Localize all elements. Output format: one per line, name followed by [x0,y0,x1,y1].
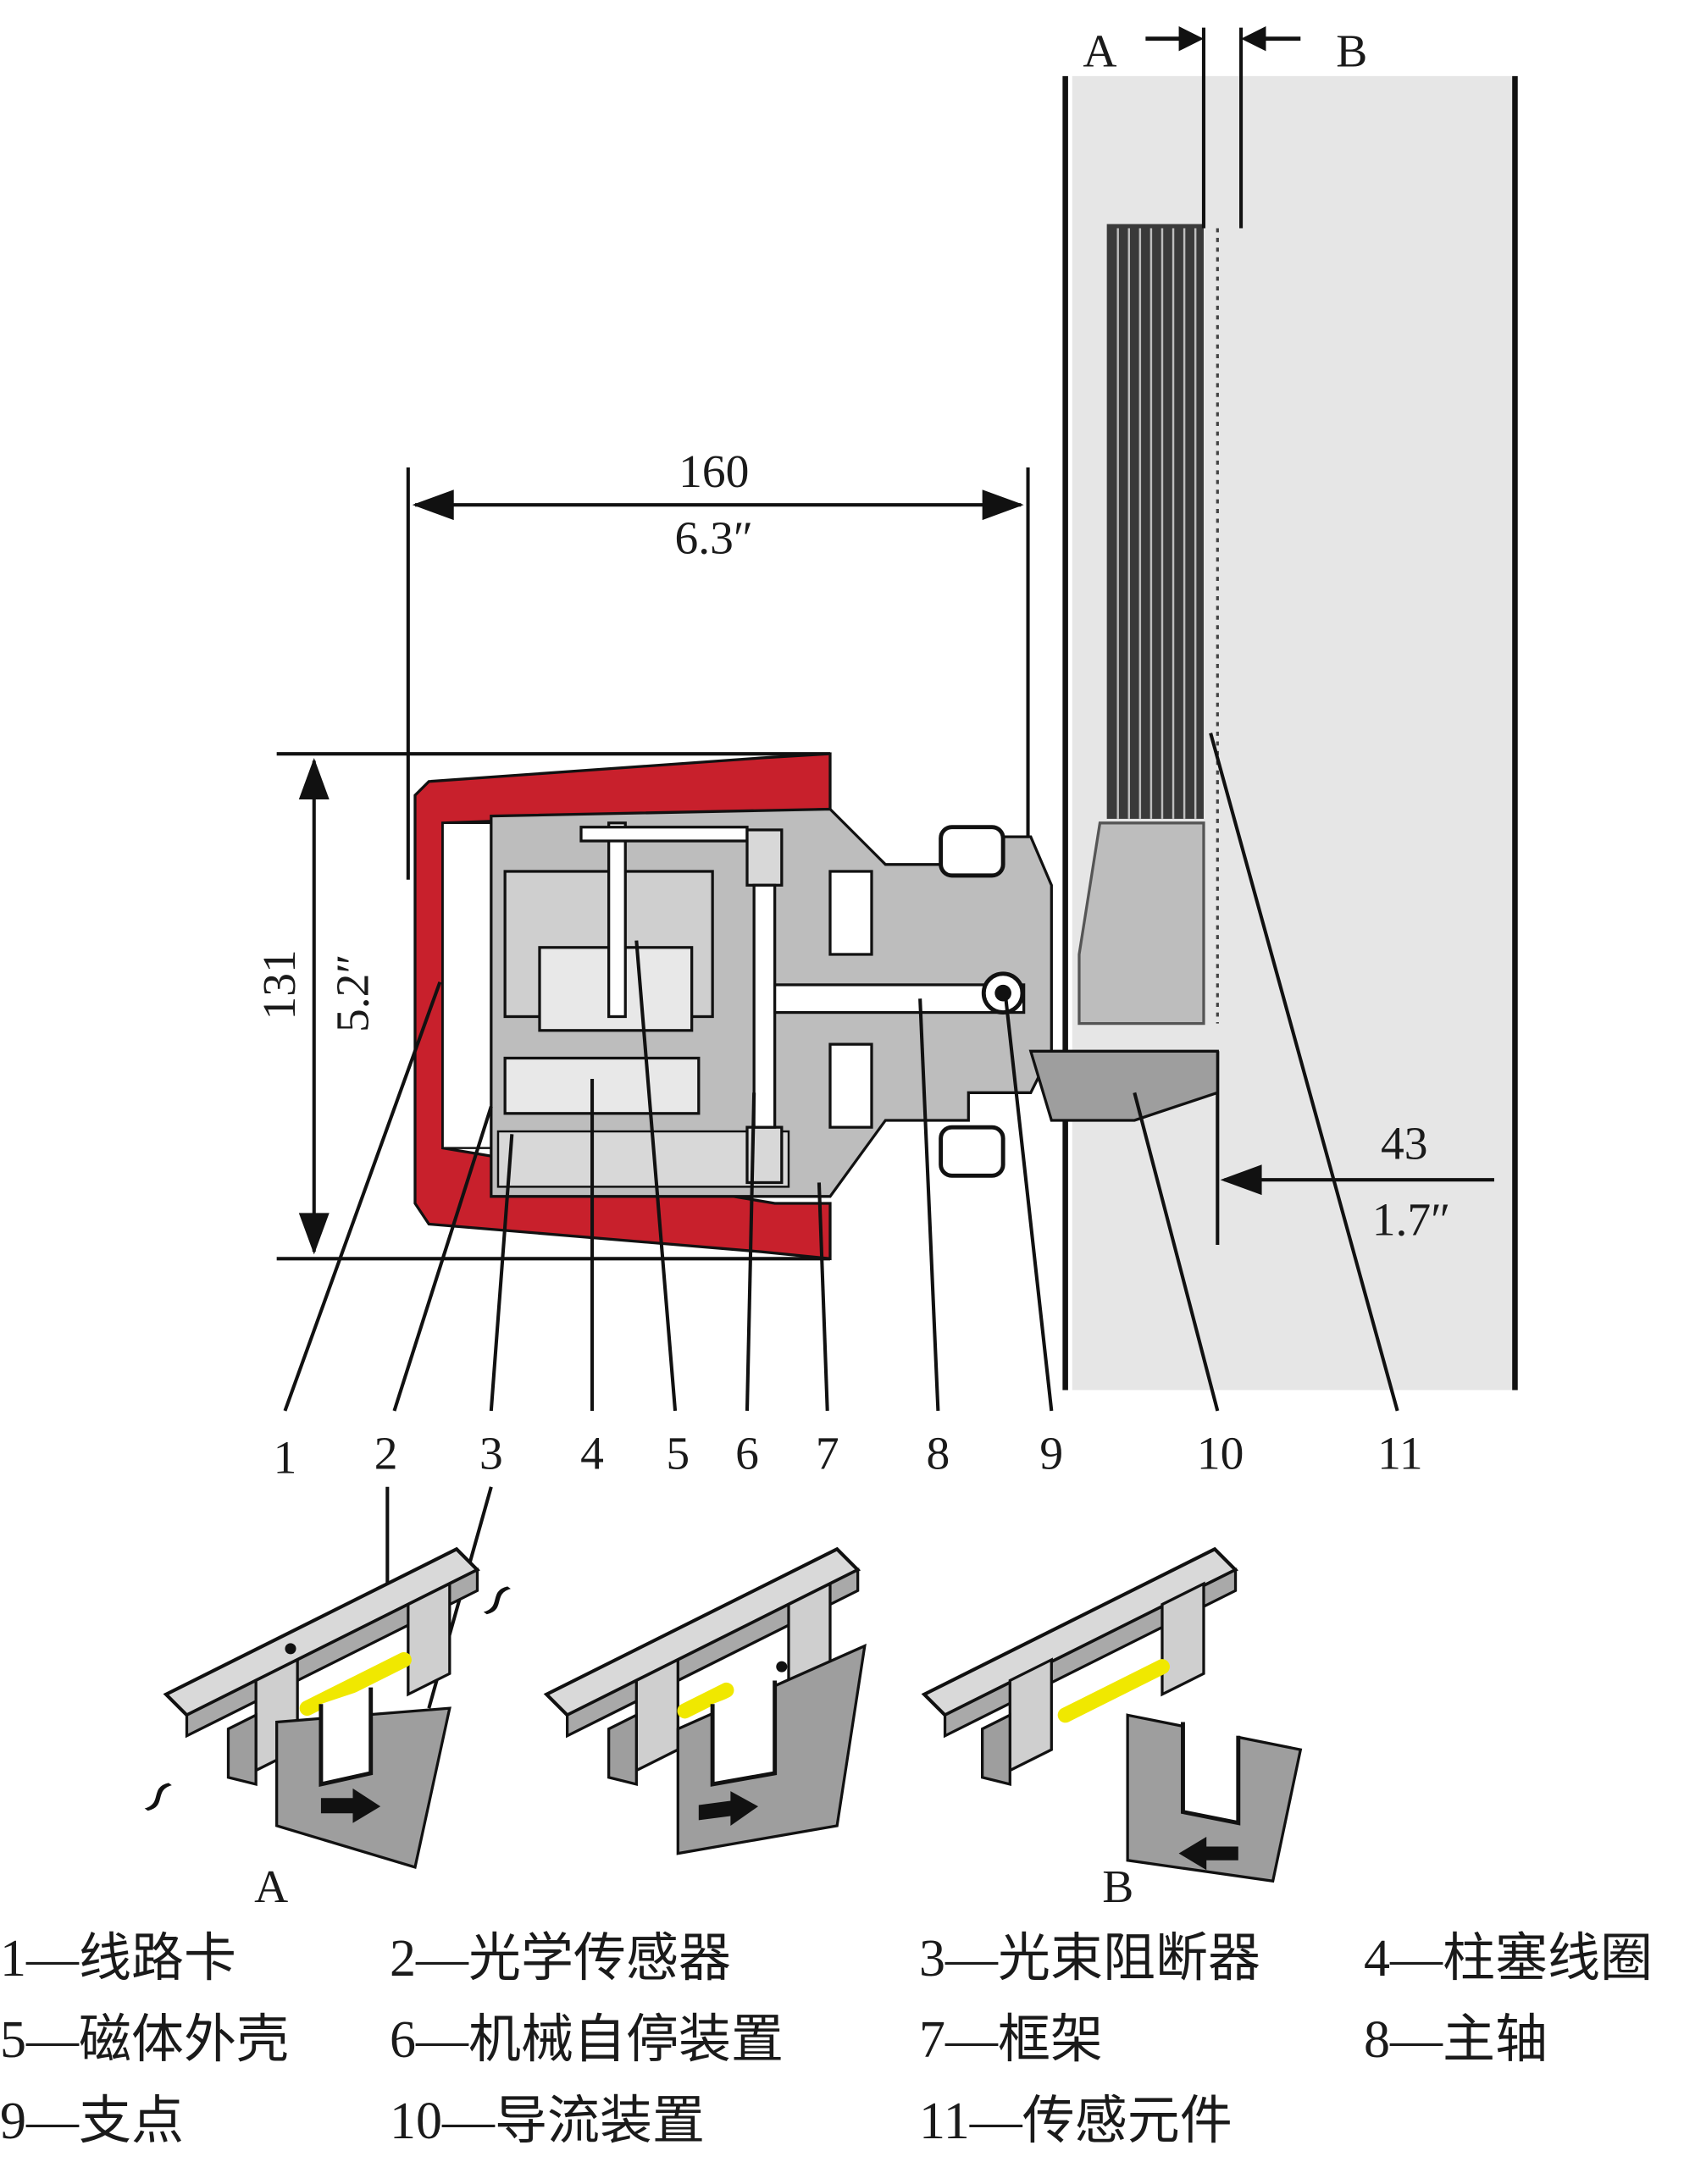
legend-item-8: 8—主轴 [1364,2011,1548,2069]
callout-11: 11 [1377,1429,1422,1480]
height-mm: 131 [254,949,306,1020]
subview-label-b: B [1102,1861,1133,1909]
legend-item-2: 2—光学传感器 [390,1930,732,1988]
gap-dimension: 43 1.7″ [1216,1051,1494,1247]
callout-3: 3 [479,1429,503,1480]
subview-b: B [921,1546,1303,1909]
legend-row: 1—线路卡 2—光学传感器 3—光束阻断器 4—柱塞线圈 [0,1918,1684,1999]
callout-numbers: 1 2 3 4 5 6 7 8 9 10 11 [274,1429,1423,1485]
gap-label-a: A [1083,25,1116,77]
callout-9: 9 [1039,1429,1063,1480]
subview-middle [543,1546,867,1855]
legend-item-4: 4—柱塞线圈 [1364,1930,1654,1988]
callout-10: 10 [1197,1429,1244,1480]
callout-leaders [283,733,1399,1412]
height-in: 5.2″ [327,954,379,1032]
callout-4: 4 [580,1429,604,1480]
height-dimension: 131 5.2″ [254,752,830,1261]
legend-item-1: 1—线路卡 [0,1930,237,1988]
subview-a: ∽ ∽ A [118,1546,535,1909]
sensing-element [1077,224,1219,1026]
legend-item-10: 10—导流装置 [390,2093,706,2150]
parts-legend: 1—线路卡 2—光学传感器 3—光束阻断器 4—柱塞线圈 5—磁体外壳 6—机械… [0,1918,1684,2162]
width-mm: 160 [679,446,749,498]
mechanism-body [413,752,1219,1261]
subview-label-a: A [254,1861,288,1909]
legend-item-3: 3—光束阻断器 [919,1930,1261,1988]
stop-motion-diagram: A B 160 6.3″ 131 5.2″ 43 1.7″ [118,25,1518,1909]
legend-row: 5—磁体外壳 6—机械自停装置 7—框架 8—主轴 [0,1999,1684,2081]
legend-row: 9—支点 10—导流装置 11—传感元件 [0,2081,1684,2162]
legend-item-6: 6—机械自停装置 [390,2011,784,2069]
callout-6: 6 [735,1429,759,1480]
gap-in: 1.7″ [1372,1195,1451,1247]
legend-item-11: 11—传感元件 [919,2093,1233,2150]
gap-marker: A B [1083,25,1367,229]
legend-item-9: 9—支点 [0,2093,185,2150]
width-dimension: 160 6.3″ [406,446,1030,880]
callout-1: 1 [274,1432,297,1484]
legend-item-5: 5—磁体外壳 [0,2011,290,2069]
callout-5: 5 [666,1429,690,1480]
legend-item-7: 7—框架 [919,2011,1104,2069]
gap-label-b: B [1336,25,1367,77]
callout-7: 7 [816,1429,839,1480]
width-in: 6.3″ [675,512,754,564]
callout-8: 8 [926,1429,950,1480]
callout-2: 2 [374,1429,398,1480]
svg-text:∽: ∽ [118,1759,197,1833]
gap-mm: 43 [1381,1119,1428,1170]
